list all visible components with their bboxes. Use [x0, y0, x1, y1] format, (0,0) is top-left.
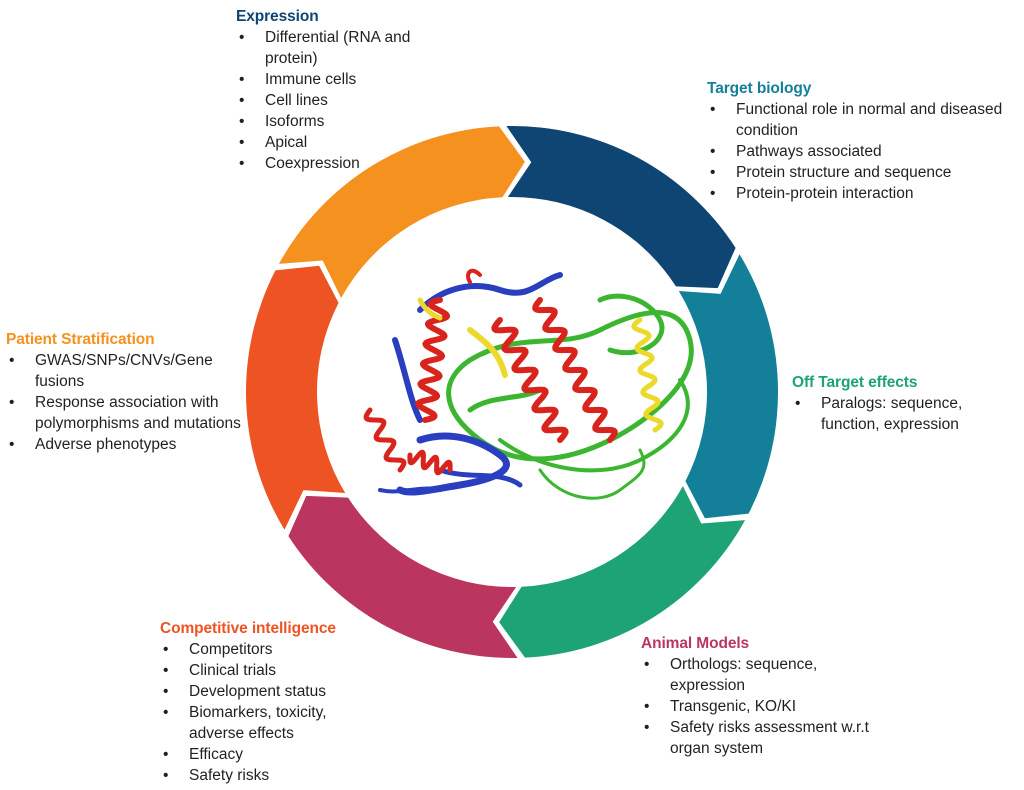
list-item: •Apical — [239, 134, 308, 151]
list-item: •Response association with polymorphisms… — [9, 394, 241, 432]
protein-strand — [378, 486, 442, 494]
section-list-expression: •Differential (RNA and protein) •Immune … — [236, 27, 436, 174]
bullet-icon: • — [239, 134, 245, 151]
bullet-icon: • — [163, 767, 169, 784]
bullet-icon: • — [644, 719, 650, 736]
list-item: •Safety risks assessment w.r.t organ sys… — [644, 719, 869, 757]
bullet-icon: • — [163, 683, 169, 700]
list-item: •GWAS/SNPs/CNVs/Gene fusions — [9, 352, 213, 390]
protein-loop — [597, 293, 665, 356]
bullet-icon: • — [163, 662, 169, 679]
list-item: •Protein-protein interaction — [710, 185, 914, 202]
list-item: •Clinical trials — [163, 662, 276, 679]
protein-helix — [491, 317, 569, 443]
section-list-animal-models: •Orthologs: sequence, expression •Transg… — [641, 654, 881, 759]
ring-segment-patient-stratification — [278, 126, 525, 299]
section-list-target-biology: •Functional role in normal and diseased … — [707, 99, 1024, 204]
list-item: •Safety risks — [163, 767, 270, 784]
section-title-off-target-effects: Off Target effects — [792, 374, 918, 391]
protein-helix — [407, 449, 453, 476]
section-title-target-biology: Target biology — [707, 80, 812, 97]
protein-helix — [631, 317, 664, 433]
bullet-icon: • — [163, 746, 169, 763]
list-item: •Competitors — [163, 641, 273, 658]
list-item: •Functional role in normal and diseased … — [710, 101, 1003, 139]
protein-loop — [446, 310, 694, 462]
section-expression: Expression •Differential (RNA and protei… — [236, 7, 436, 174]
protein-helix — [363, 407, 407, 473]
ring-segment-animal-models — [288, 495, 518, 659]
protein-strand — [467, 327, 508, 378]
bullet-icon: • — [9, 394, 15, 411]
ring-segment-competitive-intelligence — [246, 265, 346, 530]
section-list-competitive-intelligence: •Competitors •Clinical trials •Developme… — [160, 639, 375, 786]
section-list-off-target-effects: •Paralogs: sequence, function, expressio… — [792, 393, 992, 435]
bullet-icon: • — [239, 71, 245, 88]
section-title-patient-stratification: Patient Stratification — [6, 331, 155, 348]
list-item: •Development status — [163, 683, 326, 700]
ring-segment-off-target-effects — [499, 485, 746, 658]
list-item: •Differential (RNA and protein) — [239, 29, 411, 67]
list-item: •Isoforms — [239, 113, 325, 130]
bullet-icon: • — [9, 352, 15, 369]
list-item: •Biomarkers, toxicity, adverse effects — [163, 704, 327, 742]
bullet-icon: • — [239, 155, 245, 172]
bullet-icon: • — [9, 436, 15, 453]
bullet-icon: • — [644, 698, 650, 715]
list-item: •Immune cells — [239, 71, 357, 88]
protein-loop — [538, 448, 646, 500]
list-item: •Transgenic, KO/KI — [644, 698, 797, 715]
list-item: •Adverse phenotypes — [9, 436, 177, 453]
section-target-biology: Target biology •Functional role in norma… — [707, 79, 1024, 204]
list-item: •Cell lines — [239, 92, 328, 109]
bullet-icon: • — [710, 164, 716, 181]
bullet-icon: • — [644, 656, 650, 673]
list-item: •Pathways associated — [710, 143, 882, 160]
bullet-icon: • — [710, 143, 716, 160]
list-item: •Orthologs: sequence, expression — [644, 656, 818, 694]
bullet-icon: • — [239, 113, 245, 130]
bullet-icon: • — [163, 641, 169, 658]
section-title-animal-models: Animal Models — [641, 635, 750, 652]
bullet-icon: • — [710, 185, 716, 202]
bullet-icon: • — [795, 395, 801, 412]
section-title-expression: Expression — [236, 8, 319, 25]
ring-segment-target-biology — [678, 254, 779, 519]
protein-structure-image — [363, 268, 694, 500]
section-animal-models: Animal Models •Orthologs: sequence, expr… — [641, 634, 881, 759]
section-list-patient-stratification: •GWAS/SNPs/CNVs/Gene fusions •Response a… — [6, 350, 241, 455]
protein-strand — [417, 297, 443, 321]
section-patient-stratification: Patient Stratification •GWAS/SNPs/CNVs/G… — [6, 330, 241, 455]
bullet-icon: • — [163, 704, 169, 721]
list-item: •Efficacy — [163, 746, 243, 763]
section-off-target-effects: Off Target effects •Paralogs: sequence, … — [792, 373, 992, 435]
protein-helix — [532, 297, 618, 443]
protein-helix — [414, 297, 451, 423]
list-item: •Coexpression — [239, 155, 360, 172]
protein-loop — [466, 268, 482, 284]
bullet-icon: • — [239, 29, 245, 46]
section-title-competitive-intelligence: Competitive intelligence — [160, 620, 336, 637]
bullet-icon: • — [239, 92, 245, 109]
bullet-icon: • — [710, 101, 716, 118]
section-competitive-intelligence: Competitive intelligence •Competitors •C… — [160, 619, 375, 786]
ring-segment-expression — [506, 126, 736, 289]
protein-strand — [417, 272, 563, 313]
list-item: •Protein structure and sequence — [710, 164, 952, 181]
protein-loop — [498, 378, 690, 473]
list-item: •Paralogs: sequence, function, expressio… — [795, 395, 963, 433]
protein-strand — [392, 337, 423, 423]
protein-strand — [437, 467, 523, 488]
